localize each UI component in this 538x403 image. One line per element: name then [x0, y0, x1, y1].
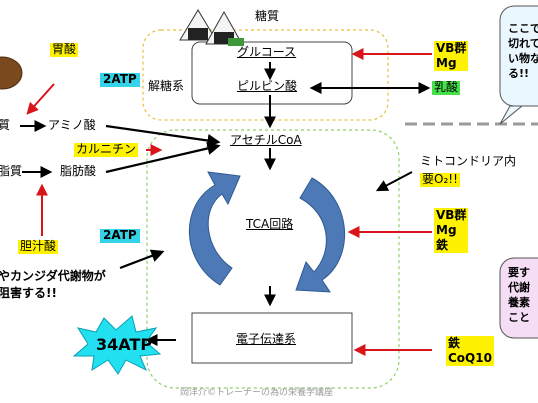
atp-burst-shape: [72, 315, 162, 375]
sugar-label: 糖質: [255, 9, 280, 23]
callout-top-bubble: [499, 5, 538, 107]
candida-note-line1: やカンジダ代謝物が: [0, 269, 106, 283]
callout-bottom-bubble: [499, 257, 538, 339]
coq10-text: CoQ10: [448, 351, 492, 365]
iron-text: 鉄: [436, 238, 449, 252]
atp-34-label: 34ATP: [96, 335, 153, 354]
iron-text-2: 鉄: [448, 336, 461, 350]
electron-transport-box: [191, 312, 353, 364]
tca-cycle-right-arrow: [295, 177, 345, 293]
protein-label: 質: [0, 118, 11, 132]
callout-top-line3: い物な: [508, 51, 538, 65]
mitochondria-label: ミトコンドリア内: [420, 154, 517, 168]
mitochondria-region: [146, 129, 400, 389]
vb-mg-fe-tca-label: VB群 Mg 鉄: [434, 208, 469, 253]
food-icon: [0, 56, 23, 90]
callout-bottom-line2: 代謝: [508, 280, 530, 294]
acetyl-coa-label: アセチルCoA: [230, 133, 302, 147]
fatty-acid-label: 脂肪酸: [60, 164, 97, 178]
glucose-label: グルコース: [237, 45, 297, 59]
candida-note-line2: 阻害する!!: [0, 286, 57, 301]
lipid-label: 脂質: [0, 164, 23, 178]
bile-acid-label: 胆汁酸: [18, 239, 59, 254]
callout-bottom-line3: 養素: [508, 295, 530, 309]
callout-top-line2: 切れて: [508, 36, 538, 50]
callout-top-text: ここで 切れて い物な る!!: [508, 22, 538, 81]
fattyacid-to-acetylcoa-arrow: [105, 141, 221, 174]
callout-top-tail: [499, 105, 524, 125]
glycolysis-label: 解糖系: [148, 79, 185, 93]
mg-text: Mg: [436, 56, 457, 70]
candida-inhibit-arrow: [119, 249, 165, 270]
lactate-label: 乳酸: [432, 80, 461, 95]
stomach-acid-arrow: [26, 83, 55, 115]
iron-coq10-label: 鉄 CoQ10: [446, 336, 494, 366]
callout-bottom-line4: こと: [508, 310, 530, 324]
cytoplasm-region: [142, 29, 389, 121]
onigiri-icon: [179, 9, 244, 46]
stomach-acid-label: 胃酸: [50, 42, 79, 57]
callout-bottom-text: 要す 代謝 養素 こと: [508, 266, 530, 325]
vb-group-text: VB群: [436, 41, 467, 55]
callout-top-line1: ここで: [508, 22, 538, 35]
oxygen-required-label: 要O₂!!: [420, 172, 460, 187]
oxygen-arrow: [375, 171, 413, 192]
tca-cycle-left-arrow: [188, 171, 241, 286]
watermark-credit: 岡洋介©トレーナーの為の栄養学講座: [180, 388, 334, 398]
vb-mg-glycolysis-label: VB群 Mg: [434, 41, 469, 71]
tca-cycle-label: TCA回路: [246, 217, 294, 231]
pyruvate-label: ピルビン酸: [237, 79, 298, 93]
vb-group-text-2: VB群: [436, 208, 467, 222]
amino-acid-label: アミノ酸: [48, 118, 96, 132]
callout-top-line4: る!!: [508, 66, 530, 80]
amino-to-acetylcoa-arrow: [105, 124, 221, 148]
electron-transport-label: 電子伝達系: [236, 332, 297, 346]
mg-text-2: Mg: [436, 223, 457, 237]
candida-note: やカンジダ代謝物が 阻害する!!: [0, 268, 106, 303]
tca-atp-badge: 2ATP: [100, 228, 140, 243]
callout-bottom-line1: 要す: [508, 266, 530, 279]
glycolysis-atp-badge: 2ATP: [100, 72, 140, 87]
carnitine-label: カルニチン: [74, 142, 139, 157]
